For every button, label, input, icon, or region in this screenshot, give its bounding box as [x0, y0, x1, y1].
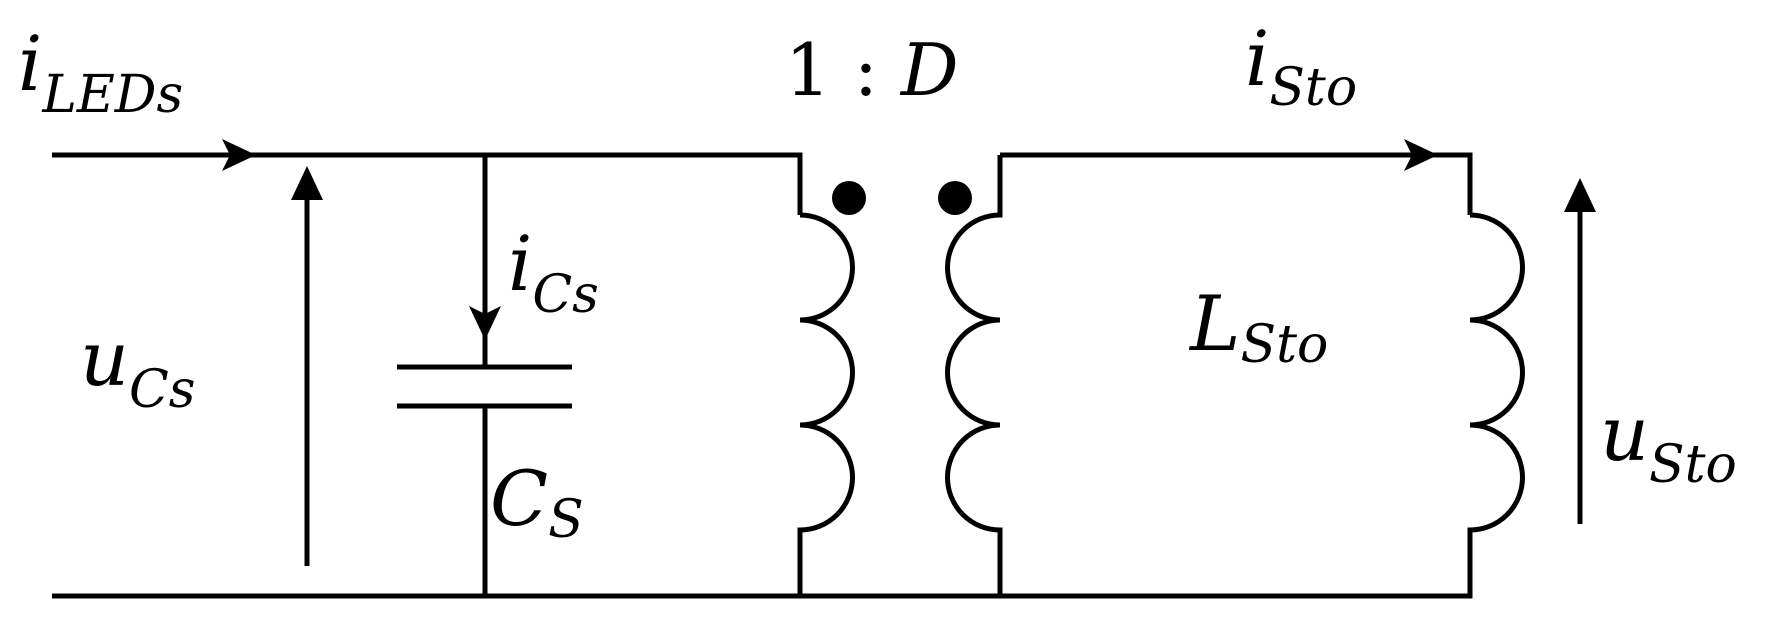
primary-winding — [797, 212, 855, 596]
top-wire-secondary — [1000, 152, 1473, 215]
i-sto-label: iSto — [1245, 14, 1357, 118]
primary-polarity-dot — [832, 181, 866, 215]
i-cs-arrowhead — [469, 306, 501, 340]
u-sto-arrowhead — [1564, 178, 1596, 212]
u-sto-label: uSto — [1600, 389, 1737, 495]
secondary-polarity-dot — [938, 181, 972, 215]
bottom-wire — [52, 540, 1473, 599]
i-leds-arrowhead — [222, 139, 256, 171]
l-sto-label: LSto — [1188, 279, 1328, 375]
i-leds-label: iLEDs — [18, 19, 183, 125]
i-sto-arrowhead — [1404, 139, 1438, 171]
turns-ratio-label: 1 : D — [785, 28, 959, 112]
secondary-winding — [945, 155, 1003, 596]
top-wire-primary — [52, 152, 803, 215]
u-cs-arrowhead — [291, 166, 323, 200]
i-cs-label: iCs — [508, 219, 599, 325]
storage-inductor — [1467, 212, 1525, 540]
u-cs-label: uCs — [80, 314, 195, 420]
c-s-label: CS — [490, 454, 584, 550]
